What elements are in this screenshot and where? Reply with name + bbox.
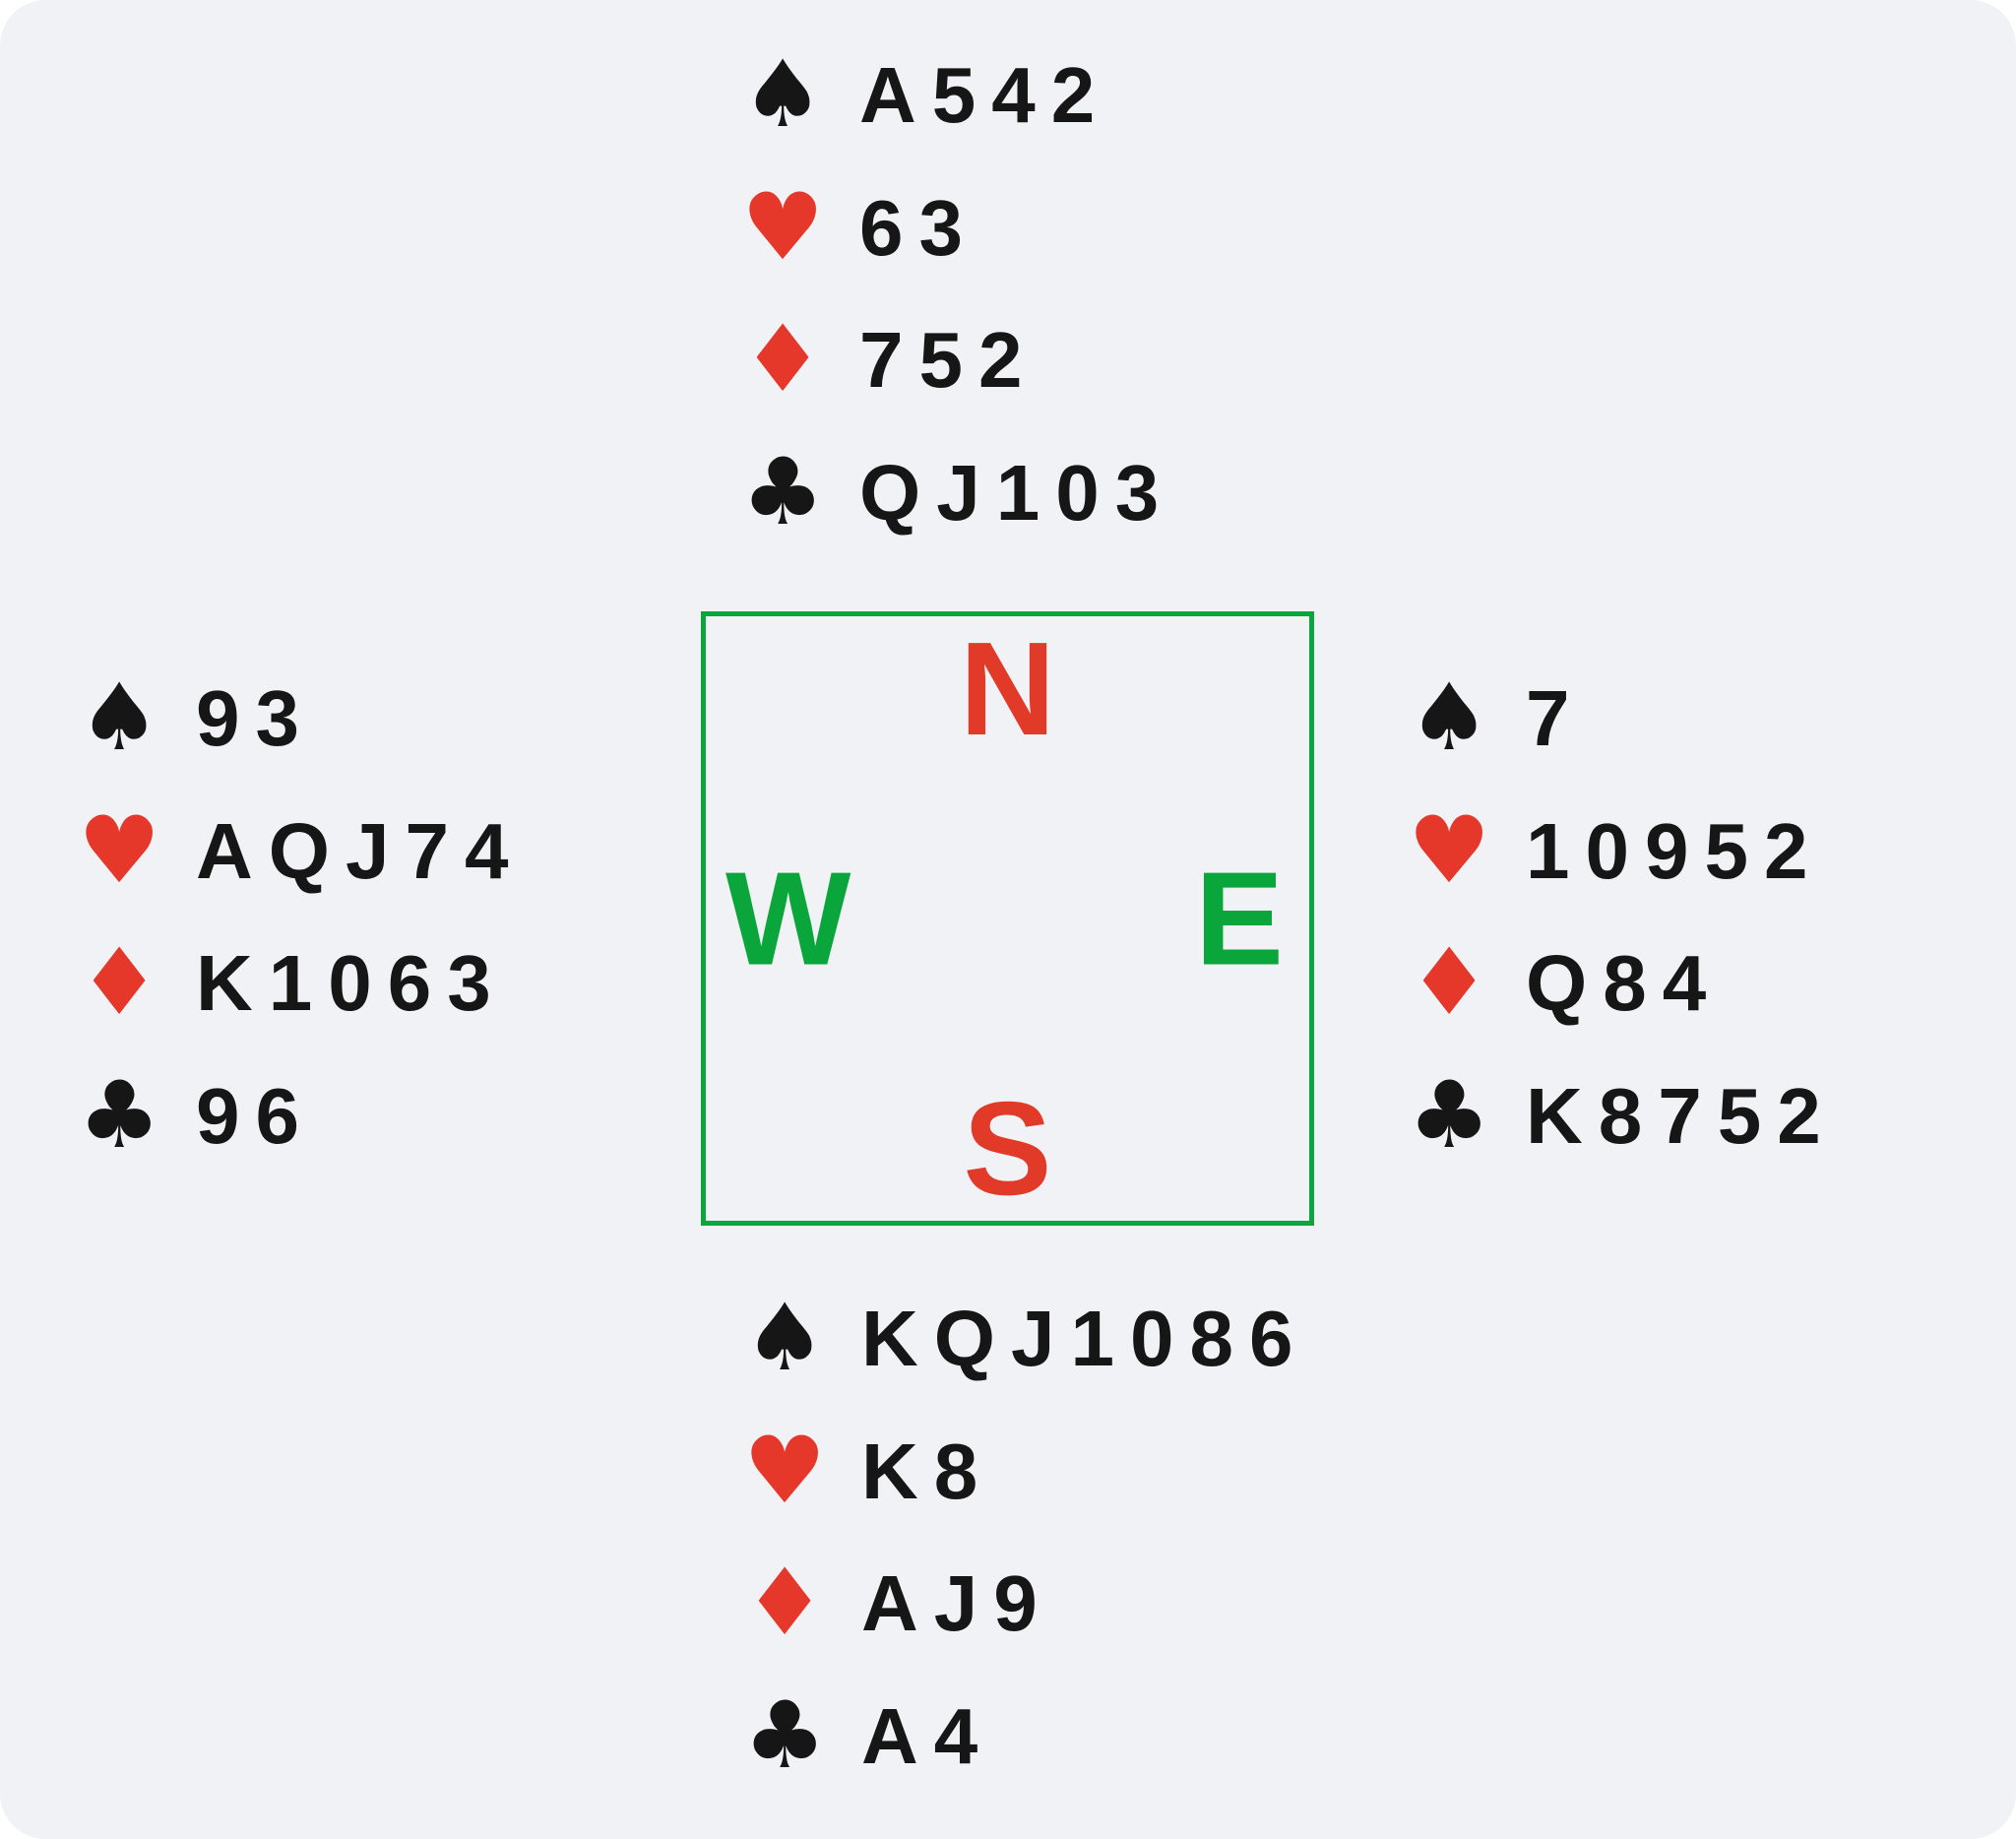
- spade-icon: ♠: [78, 665, 161, 773]
- west-hearts-row: ♥ AQJ74: [78, 786, 524, 919]
- south-hearts-cards: K8: [861, 1427, 994, 1515]
- club-icon: ♣: [1408, 1061, 1491, 1170]
- north-spades-row: ♠ A542: [741, 30, 1174, 162]
- north-hearts-row: ♥ 63: [741, 162, 1174, 295]
- west-spades-cards: 93: [196, 674, 315, 763]
- south-spades-cards: KQJ1086: [861, 1295, 1309, 1383]
- east-hearts-cards: 10952: [1526, 806, 1824, 895]
- compass-north-label: N: [959, 614, 1056, 763]
- south-clubs-row: ♣ A4: [743, 1671, 1308, 1804]
- north-spades-cards: A542: [859, 51, 1111, 140]
- spade-icon: ♠: [1408, 665, 1491, 773]
- heart-icon: ♥: [741, 173, 825, 282]
- east-hearts-row: ♥ 10952: [1408, 786, 1837, 919]
- west-clubs-cards: 96: [196, 1071, 315, 1160]
- compass-south-label: S: [963, 1074, 1052, 1223]
- north-hand: ♠ A542 ♥ 63 ♦ 752 ♣ QJ103: [741, 30, 1174, 559]
- compass-box: N E S W: [701, 611, 1314, 1226]
- diamond-icon: ♦: [1408, 929, 1491, 1038]
- east-clubs-row: ♣ K8752: [1408, 1050, 1837, 1183]
- south-diamonds-cards: AJ9: [861, 1559, 1053, 1648]
- west-spades-row: ♠ 93: [78, 653, 524, 786]
- south-hearts-row: ♥ K8: [743, 1406, 1308, 1539]
- compass-west-label: W: [725, 844, 851, 993]
- west-diamonds-row: ♦ K1063: [78, 918, 524, 1050]
- north-diamonds-row: ♦ 752: [741, 294, 1174, 427]
- spade-icon: ♠: [743, 1285, 827, 1393]
- heart-icon: ♥: [1408, 796, 1491, 905]
- club-icon: ♣: [743, 1681, 827, 1790]
- diamond-icon: ♦: [78, 929, 161, 1038]
- spade-icon: ♠: [741, 41, 825, 150]
- west-diamonds-cards: K1063: [196, 939, 507, 1028]
- club-icon: ♣: [741, 438, 825, 546]
- south-hand: ♠ KQJ1086 ♥ K8 ♦ AJ9 ♣ A4: [743, 1273, 1308, 1803]
- diamond-icon: ♦: [743, 1550, 827, 1658]
- north-clubs-cards: QJ103: [859, 448, 1175, 537]
- west-hearts-cards: AQJ74: [196, 806, 525, 895]
- club-icon: ♣: [78, 1061, 161, 1170]
- north-diamonds-cards: 752: [859, 316, 1039, 405]
- east-hand: ♠ 7 ♥ 10952 ♦ Q84 ♣ K8752: [1408, 653, 1837, 1182]
- west-hand: ♠ 93 ♥ AQJ74 ♦ K1063 ♣ 96: [78, 653, 524, 1182]
- east-diamonds-row: ♦ Q84: [1408, 918, 1837, 1050]
- east-diamonds-cards: Q84: [1526, 939, 1723, 1028]
- south-clubs-cards: A4: [861, 1691, 994, 1780]
- east-clubs-cards: K8752: [1526, 1071, 1837, 1160]
- north-hearts-cards: 63: [859, 183, 978, 272]
- west-clubs-row: ♣ 96: [78, 1050, 524, 1183]
- heart-icon: ♥: [78, 796, 161, 905]
- south-diamonds-row: ♦ AJ9: [743, 1538, 1308, 1671]
- diamond-icon: ♦: [741, 306, 825, 414]
- heart-icon: ♥: [743, 1417, 827, 1525]
- east-spades-row: ♠ 7: [1408, 653, 1837, 786]
- south-spades-row: ♠ KQJ1086: [743, 1273, 1308, 1406]
- east-spades-cards: 7: [1526, 674, 1586, 763]
- north-clubs-row: ♣ QJ103: [741, 427, 1174, 560]
- compass-east-label: E: [1194, 844, 1284, 993]
